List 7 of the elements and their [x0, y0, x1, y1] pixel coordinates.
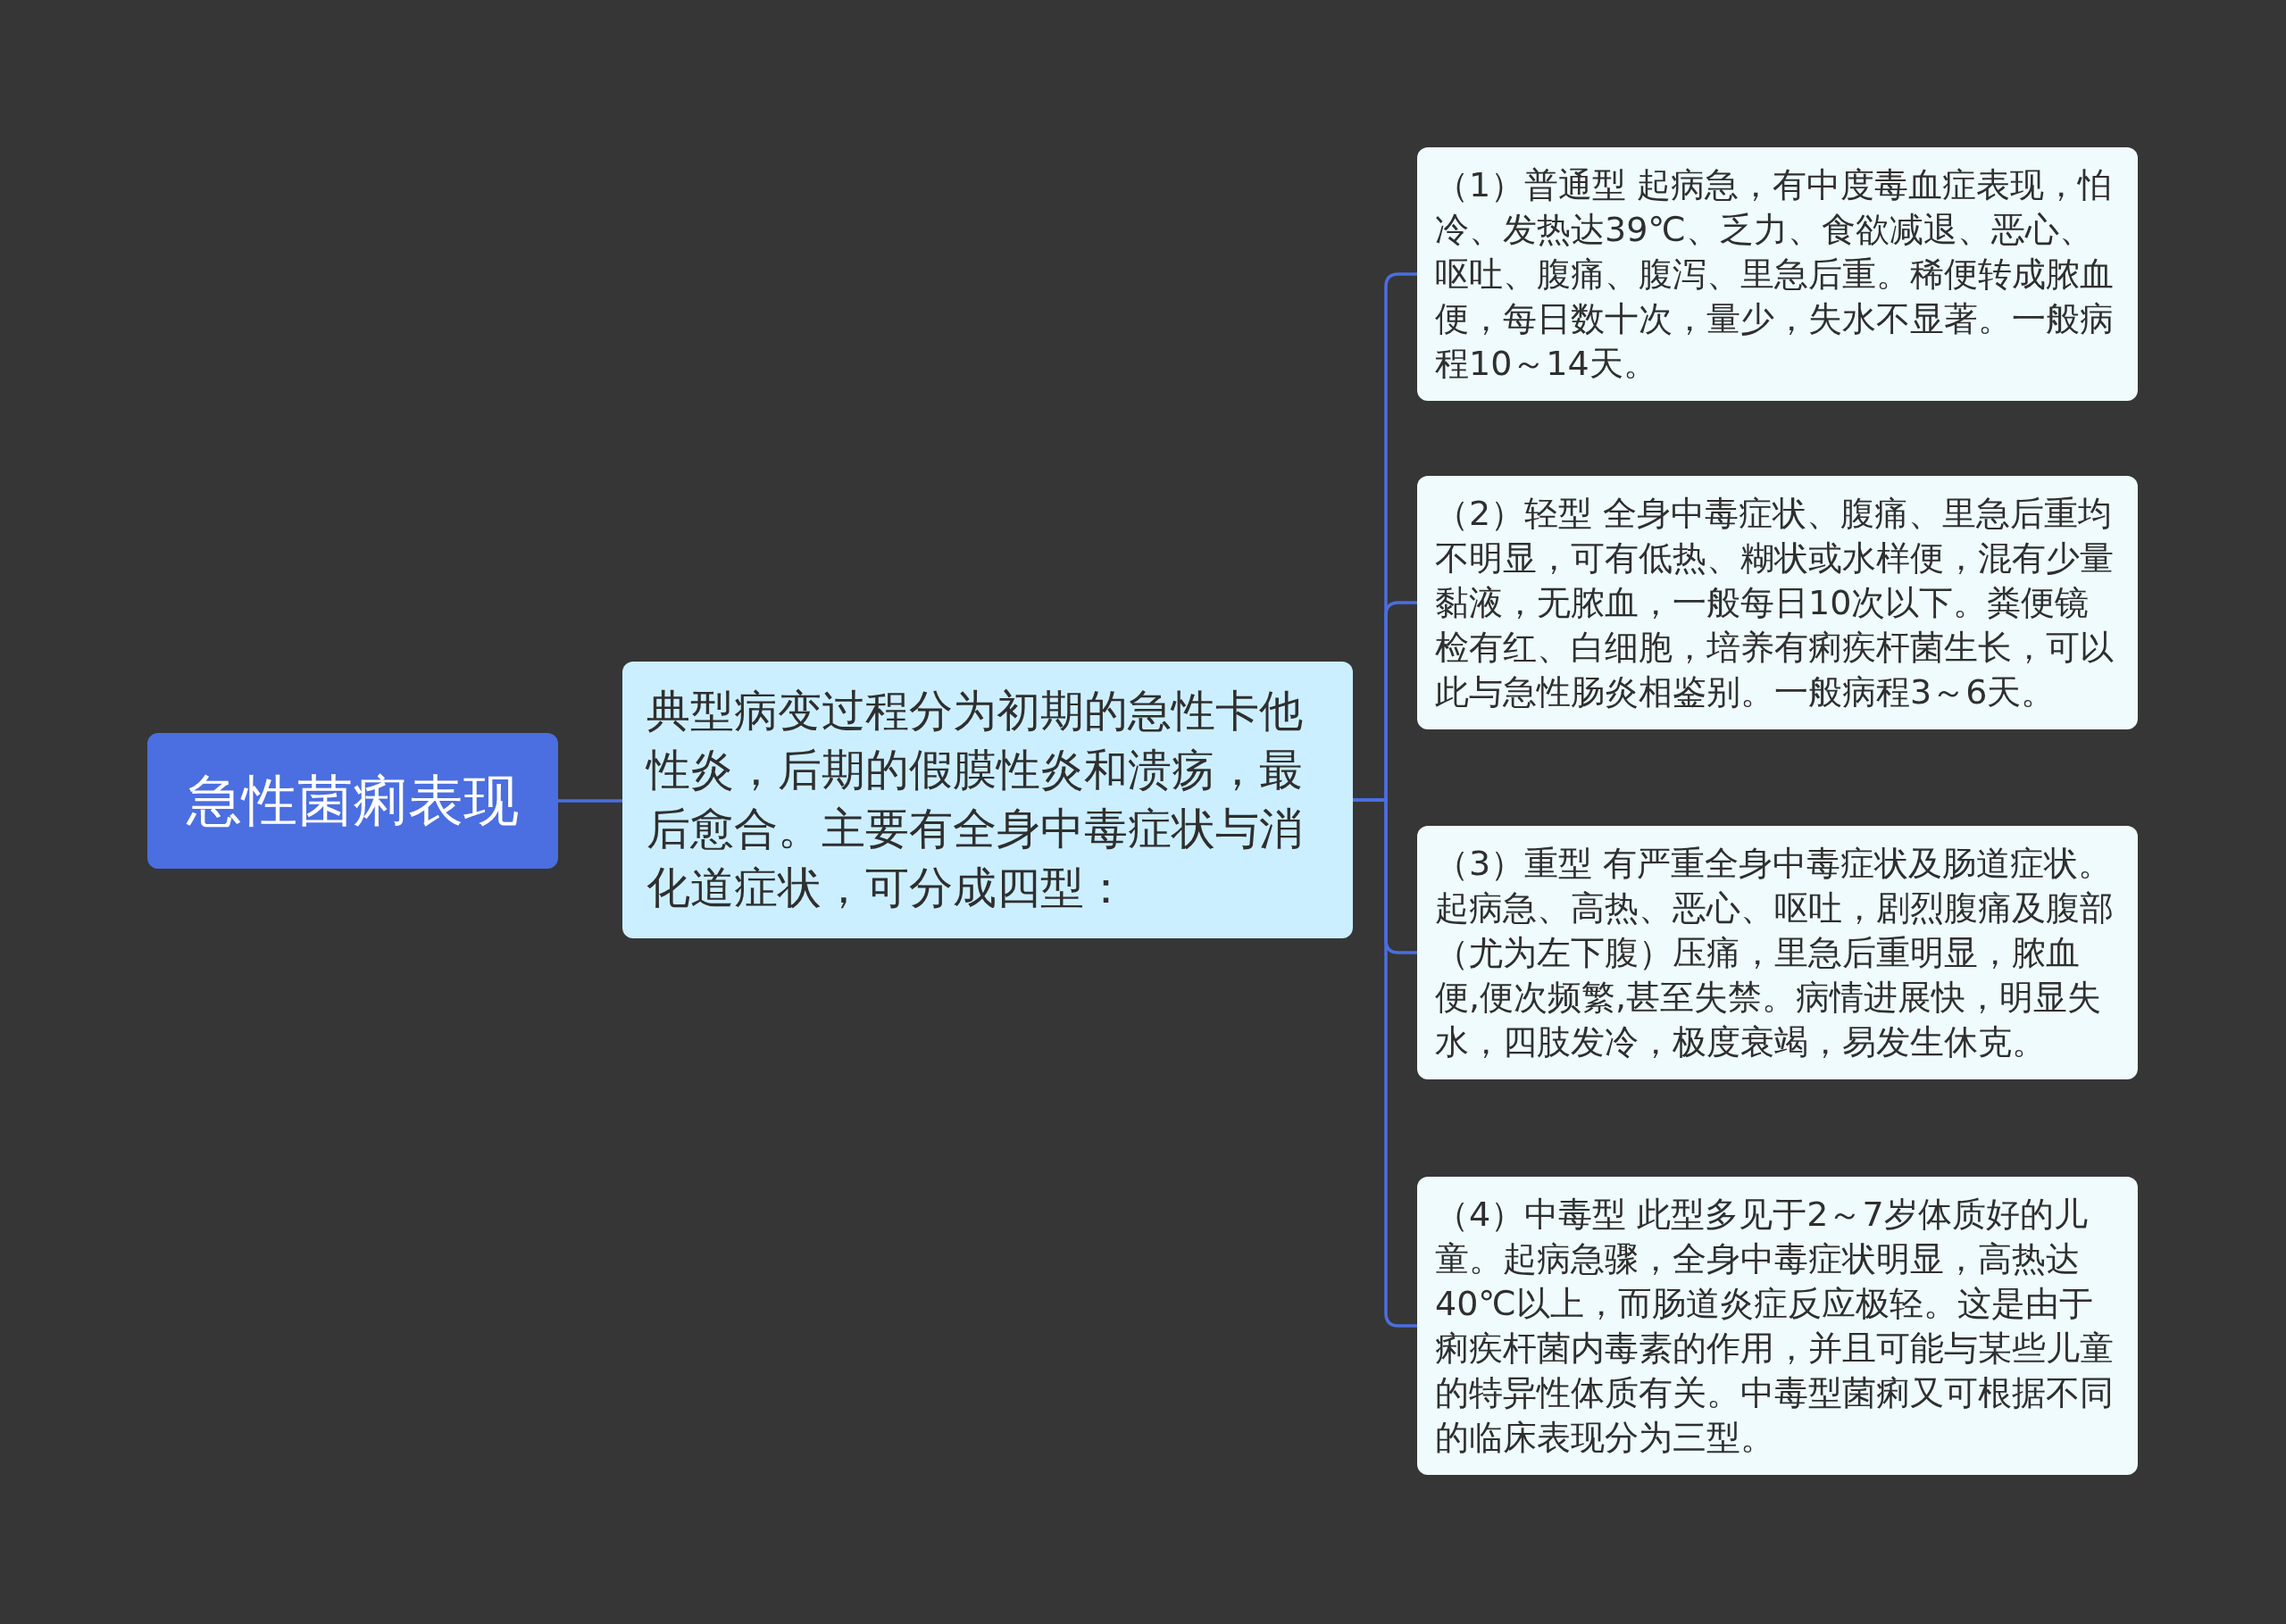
central-topic-box: 急性菌痢表现: [147, 733, 558, 869]
connector-line: [558, 799, 622, 803]
subtopic-box: （3）重型 有严重全身中毒症状及肠道症状。起病急、高热、恶心、呕吐，剧烈腹痛及腹部（尤为左下腹）压痛，里急后重明显，脓血便,便次频繁,甚至失禁。病情进展快，明显失水，四肢发冷，极度衰竭，易发生休克。: [1417, 826, 2138, 1079]
subtopic-box: （4）中毒型 此型多见于2～7岁体质好的儿童。起病急骤，全身中毒症状明显，高热达40℃以上，而肠道炎症反应极轻。这是由于痢疾杆菌内毒素的作用，并且可能与某些儿童的特异性体质有关。中毒型菌痢又可根据不同的临床表现分为三型。: [1417, 1177, 2138, 1475]
subtopic-box: （1）普通型 起病急，有中度毒血症表现，怕冷、发热达39℃、乏力、食欲减退、恶心、呕吐、腹痛、腹泻、里急后重。稀便转成脓血便，每日数十次，量少，失水不显著。一般病程10～14天。: [1417, 147, 2138, 401]
subtopic-box: （2）轻型 全身中毒症状、腹痛、里急后重均不明显，可有低热、糊状或水样便，混有少量黏液，无脓血，一般每日10次以下。粪便镜检有红、白细胞，培养有痢疾杆菌生长，可以此与急性肠炎相鉴别。一般病程3～6天。: [1417, 476, 2138, 729]
topic-box: 典型病变过程分为初期的急性卡他性炎，后期的假膜性炎和溃疡，最后愈合。主要有全身中毒症状与消化道症状，可分成四型：: [622, 662, 1353, 938]
